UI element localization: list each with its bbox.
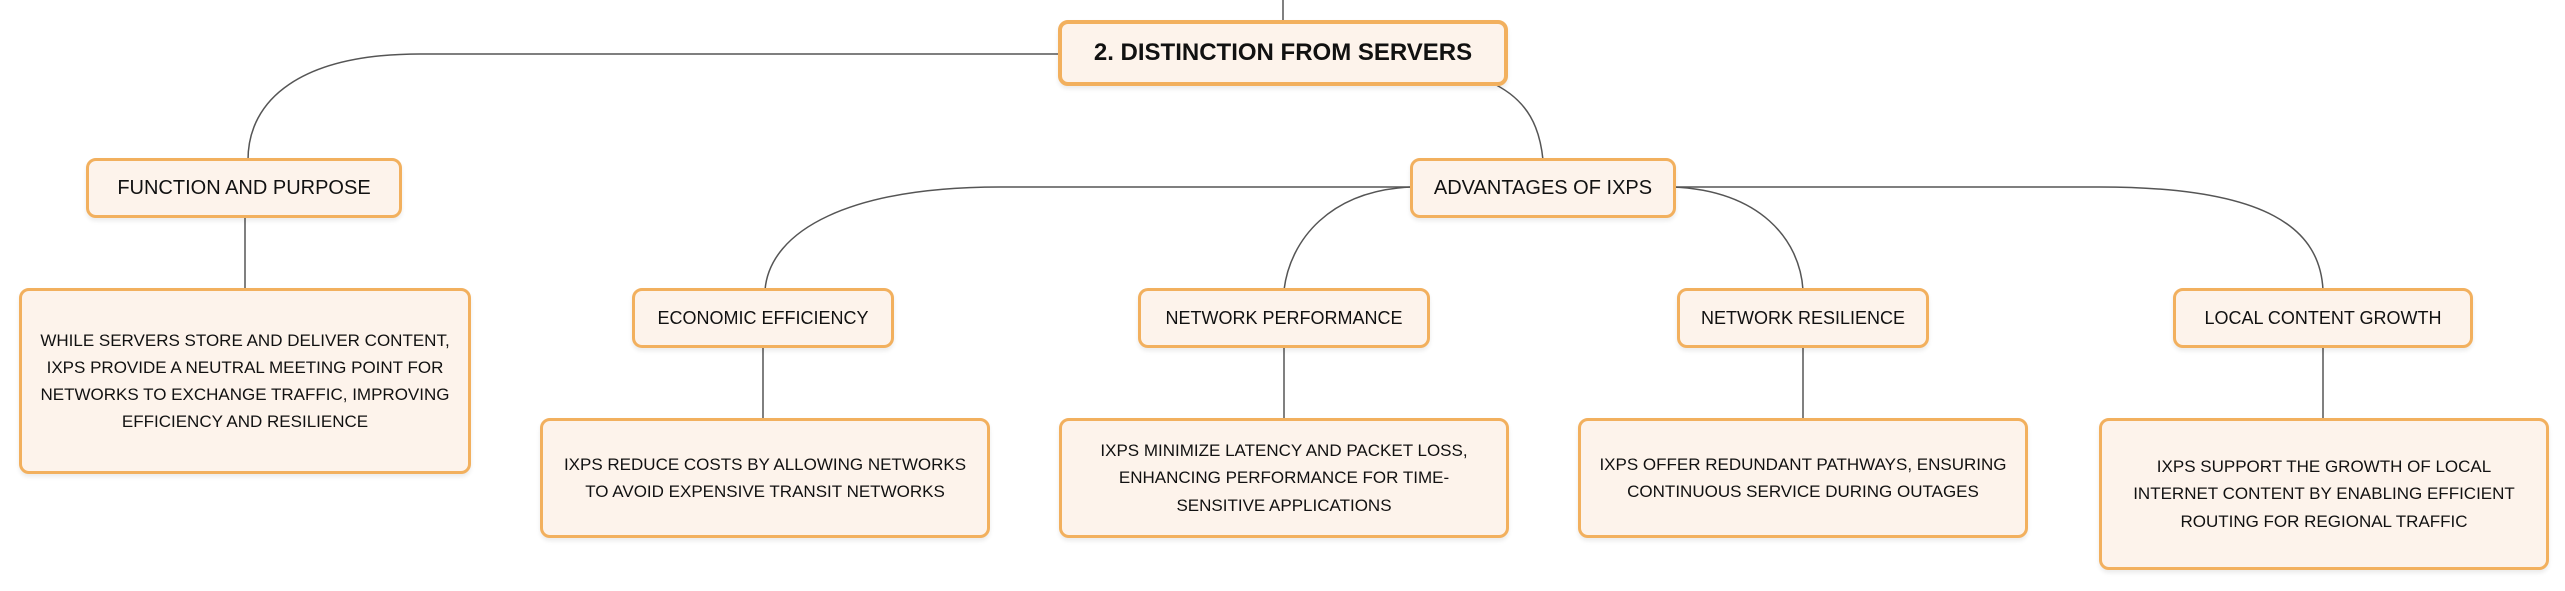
economic-efficiency-detail-text: IXPs reduce costs by allowing networks t…	[563, 454, 967, 501]
local-content-growth-label: Local Content Growth	[2204, 307, 2442, 328]
network-performance-detail-node[interactable]: IXPs minimize latency and packet loss, e…	[1059, 418, 1509, 538]
local-content-growth-detail-node[interactable]: IXPs support the growth of local interne…	[2099, 418, 2549, 570]
network-performance-detail-text: IXPs minimize latency and packet loss, e…	[1100, 441, 1468, 515]
local-content-growth-detail-text: IXPs support the growth of local interne…	[2133, 457, 2515, 531]
function-purpose-detail-text: While servers store and deliver content,…	[40, 330, 450, 432]
connector-adv-to-performance	[1283, 186, 1413, 291]
connector-root-to-function	[247, 53, 1058, 161]
network-resilience-node[interactable]: Network Resilience	[1677, 288, 1929, 348]
advantages-label: Advantages of IXPs	[1433, 176, 1653, 199]
economic-efficiency-label: Economic Efficiency	[657, 307, 869, 328]
connector-root-to-advantages	[1489, 81, 1544, 161]
local-content-growth-node[interactable]: Local Content Growth	[2173, 288, 2473, 348]
network-resilience-detail-text: IXPs offer redundant pathways, ensuring …	[1599, 454, 2007, 501]
function-purpose-node[interactable]: Function and Purpose	[86, 158, 402, 218]
economic-efficiency-detail-node[interactable]: IXPs reduce costs by allowing networks t…	[540, 418, 990, 538]
network-performance-label: Network Performance	[1165, 307, 1403, 328]
network-resilience-detail-node[interactable]: IXPs offer redundant pathways, ensuring …	[1578, 418, 2028, 538]
network-resilience-label: Network Resilience	[1700, 307, 1906, 328]
advantages-node[interactable]: Advantages of IXPs	[1410, 158, 1676, 218]
economic-efficiency-node[interactable]: Economic Efficiency	[632, 288, 894, 348]
function-purpose-detail-node[interactable]: While servers store and deliver content,…	[19, 288, 471, 474]
root-node-label: 2. Distinction from Servers	[1093, 39, 1473, 66]
connector-adv-to-resilience	[1671, 186, 1804, 291]
function-purpose-label: Function and Purpose	[117, 176, 371, 199]
network-performance-node[interactable]: Network Performance	[1138, 288, 1430, 348]
connector-adv-to-economic	[764, 186, 1412, 291]
connector-adv-to-local	[1672, 186, 2324, 291]
root-node[interactable]: 2. Distinction from Servers	[1058, 20, 1508, 86]
